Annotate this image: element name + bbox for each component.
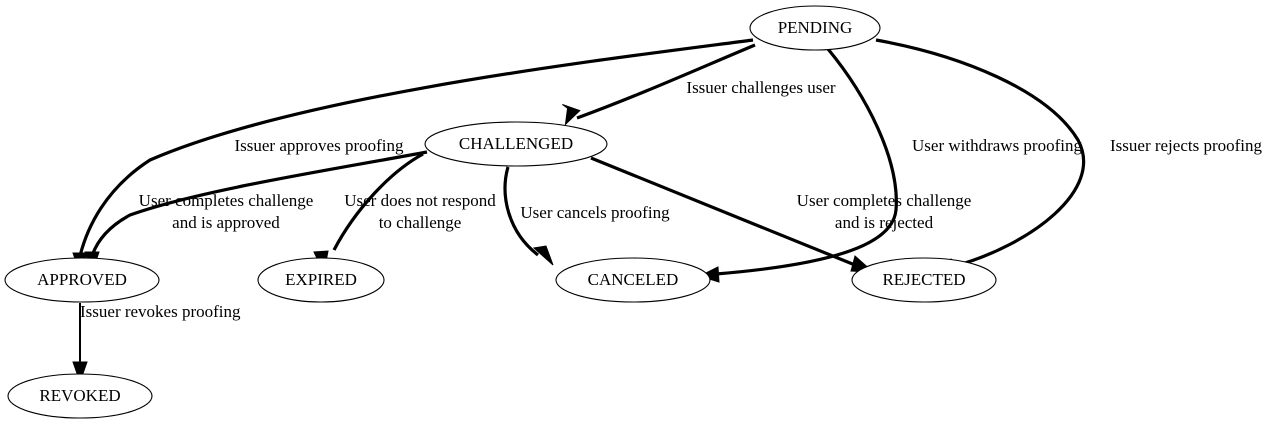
edge-label-text: User cancels proofing bbox=[520, 203, 670, 222]
edge-label-challenged-approved: User completes challenge and is approved bbox=[139, 191, 314, 232]
edge-label-line-2: and is rejected bbox=[835, 213, 934, 232]
edge-path-challenged-expired bbox=[332, 152, 424, 251]
edge-label-pending-rejected: Issuer rejects proofing bbox=[1110, 136, 1263, 155]
node-rejected[interactable]: REJECTED bbox=[851, 257, 997, 303]
node-expired-label: EXPIRED bbox=[285, 270, 357, 289]
edge-label-challenged-canceled: User cancels proofing bbox=[520, 203, 670, 222]
node-canceled[interactable]: CANCELED bbox=[555, 257, 711, 303]
node-rejected-label: REJECTED bbox=[882, 270, 965, 289]
node-revoked-label: REVOKED bbox=[39, 386, 120, 405]
edge-label-pending-challenged: Issuer challenges user bbox=[686, 78, 836, 97]
node-challenged-label: CHALLENGED bbox=[459, 134, 573, 153]
edge-pending-to-rejected[interactable] bbox=[875, 38, 1086, 273]
node-canceled-ellipse bbox=[555, 257, 711, 303]
edge-label-challenged-rejected: User completes challenge and is rejected bbox=[797, 191, 972, 232]
edge-label-text: Issuer approves proofing bbox=[234, 136, 404, 155]
edge-path-challenged-approved bbox=[90, 150, 428, 257]
edge-label-text: Issuer challenges user bbox=[686, 78, 836, 97]
edge-label-line-1: User does not respond bbox=[344, 191, 496, 210]
edge-label-pending-canceled: User withdraws proofing bbox=[912, 136, 1082, 155]
edge-label-line-1: User completes challenge bbox=[139, 191, 314, 210]
edge-label-line-2: to challenge bbox=[379, 213, 462, 232]
arrowhead-challenged-canceled bbox=[532, 245, 554, 266]
edge-label-text: Issuer rejects proofing bbox=[1110, 136, 1263, 155]
node-approved[interactable]: APPROVED bbox=[4, 257, 160, 303]
node-approved-ellipse bbox=[4, 257, 160, 303]
node-pending-label: PENDING bbox=[778, 18, 853, 37]
edge-label-challenged-expired: User does not respond to challenge bbox=[344, 191, 496, 232]
edge-path-pending-approved bbox=[78, 38, 754, 257]
arrowhead-pending-challenged bbox=[562, 104, 581, 126]
edge-path-challenged-rejected bbox=[590, 156, 856, 267]
node-pending-ellipse bbox=[749, 5, 881, 51]
edge-label-approved-revoked: Issuer revokes proofing bbox=[80, 302, 241, 321]
node-pending[interactable]: PENDING bbox=[749, 5, 881, 51]
node-challenged-ellipse bbox=[424, 121, 608, 167]
edge-pending-to-approved[interactable] bbox=[72, 38, 754, 275]
edge-label-line-2: and is approved bbox=[172, 213, 280, 232]
node-canceled-label: CANCELED bbox=[588, 270, 679, 289]
edge-label-text: Issuer revokes proofing bbox=[80, 302, 241, 321]
node-approved-label: APPROVED bbox=[37, 270, 127, 289]
edge-approved-to-revoked[interactable] bbox=[72, 303, 88, 384]
node-expired[interactable]: EXPIRED bbox=[257, 257, 385, 303]
edge-label-pending-approved: Issuer approves proofing bbox=[234, 136, 404, 155]
edge-label-text: User withdraws proofing bbox=[912, 136, 1082, 155]
edge-path-pending-rejected bbox=[875, 38, 1086, 268]
edge-path-challenged-canceled bbox=[503, 166, 539, 257]
node-revoked[interactable]: REVOKED bbox=[7, 373, 153, 419]
edge-challenged-to-canceled[interactable] bbox=[503, 166, 554, 266]
node-expired-ellipse bbox=[257, 257, 385, 303]
edge-pending-to-challenged[interactable] bbox=[562, 43, 756, 126]
node-revoked-ellipse bbox=[7, 373, 153, 419]
edge-path-pending-challenged bbox=[576, 43, 756, 120]
arrowhead-approved-revoked bbox=[72, 361, 88, 384]
node-challenged[interactable]: CHALLENGED bbox=[424, 121, 608, 167]
edge-path-pending-canceled bbox=[715, 47, 898, 276]
edge-label-line-1: User completes challenge bbox=[797, 191, 972, 210]
node-rejected-ellipse bbox=[851, 257, 997, 303]
